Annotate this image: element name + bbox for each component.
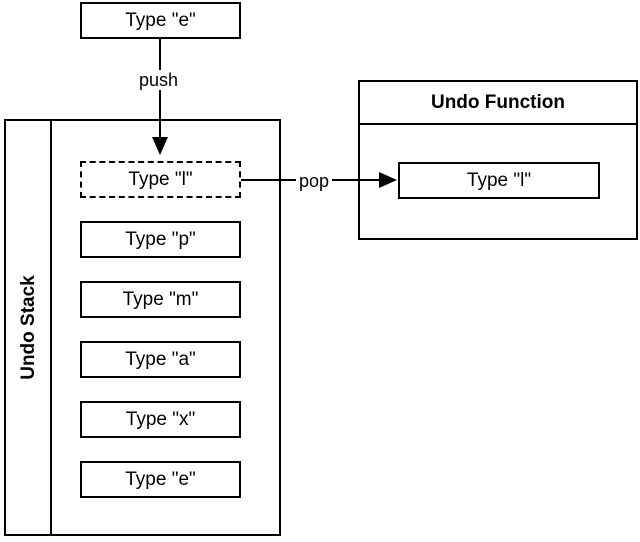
input-action-label: Type "e" <box>125 10 196 31</box>
stack-item-label: Type "x" <box>125 409 196 430</box>
undo-stack-title: Undo Stack <box>6 121 50 534</box>
stack-item-bottom: Type "e" <box>80 461 241 498</box>
undo-function-header: Undo Function <box>360 82 636 125</box>
stack-item-label: Type "p" <box>125 229 196 250</box>
undo-stack-divider <box>50 121 52 534</box>
stack-item-5: Type "x" <box>80 401 241 438</box>
stack-item-top: Type "l" <box>80 161 241 198</box>
stack-item-label: Type "l" <box>128 169 193 190</box>
stack-item-label: Type "m" <box>122 289 199 310</box>
undo-stack-title-text: Undo Stack <box>17 275 39 380</box>
stack-item-label: Type "e" <box>125 469 196 490</box>
stack-item-2: Type "p" <box>80 221 241 258</box>
undo-function-item-label: Type "l" <box>466 170 532 191</box>
undo-function-container: Undo Function <box>358 80 638 240</box>
stack-item-4: Type "a" <box>80 341 241 378</box>
input-action-box: Type "e" <box>80 2 241 39</box>
stack-item-label: Type "a" <box>125 349 196 370</box>
undo-function-title-text: Undo Function <box>430 91 566 113</box>
pop-edge-label: pop <box>296 171 333 191</box>
push-edge-label: push <box>136 70 182 90</box>
undo-function-item-box: Type "l" <box>398 162 600 199</box>
stack-item-3: Type "m" <box>80 281 241 318</box>
